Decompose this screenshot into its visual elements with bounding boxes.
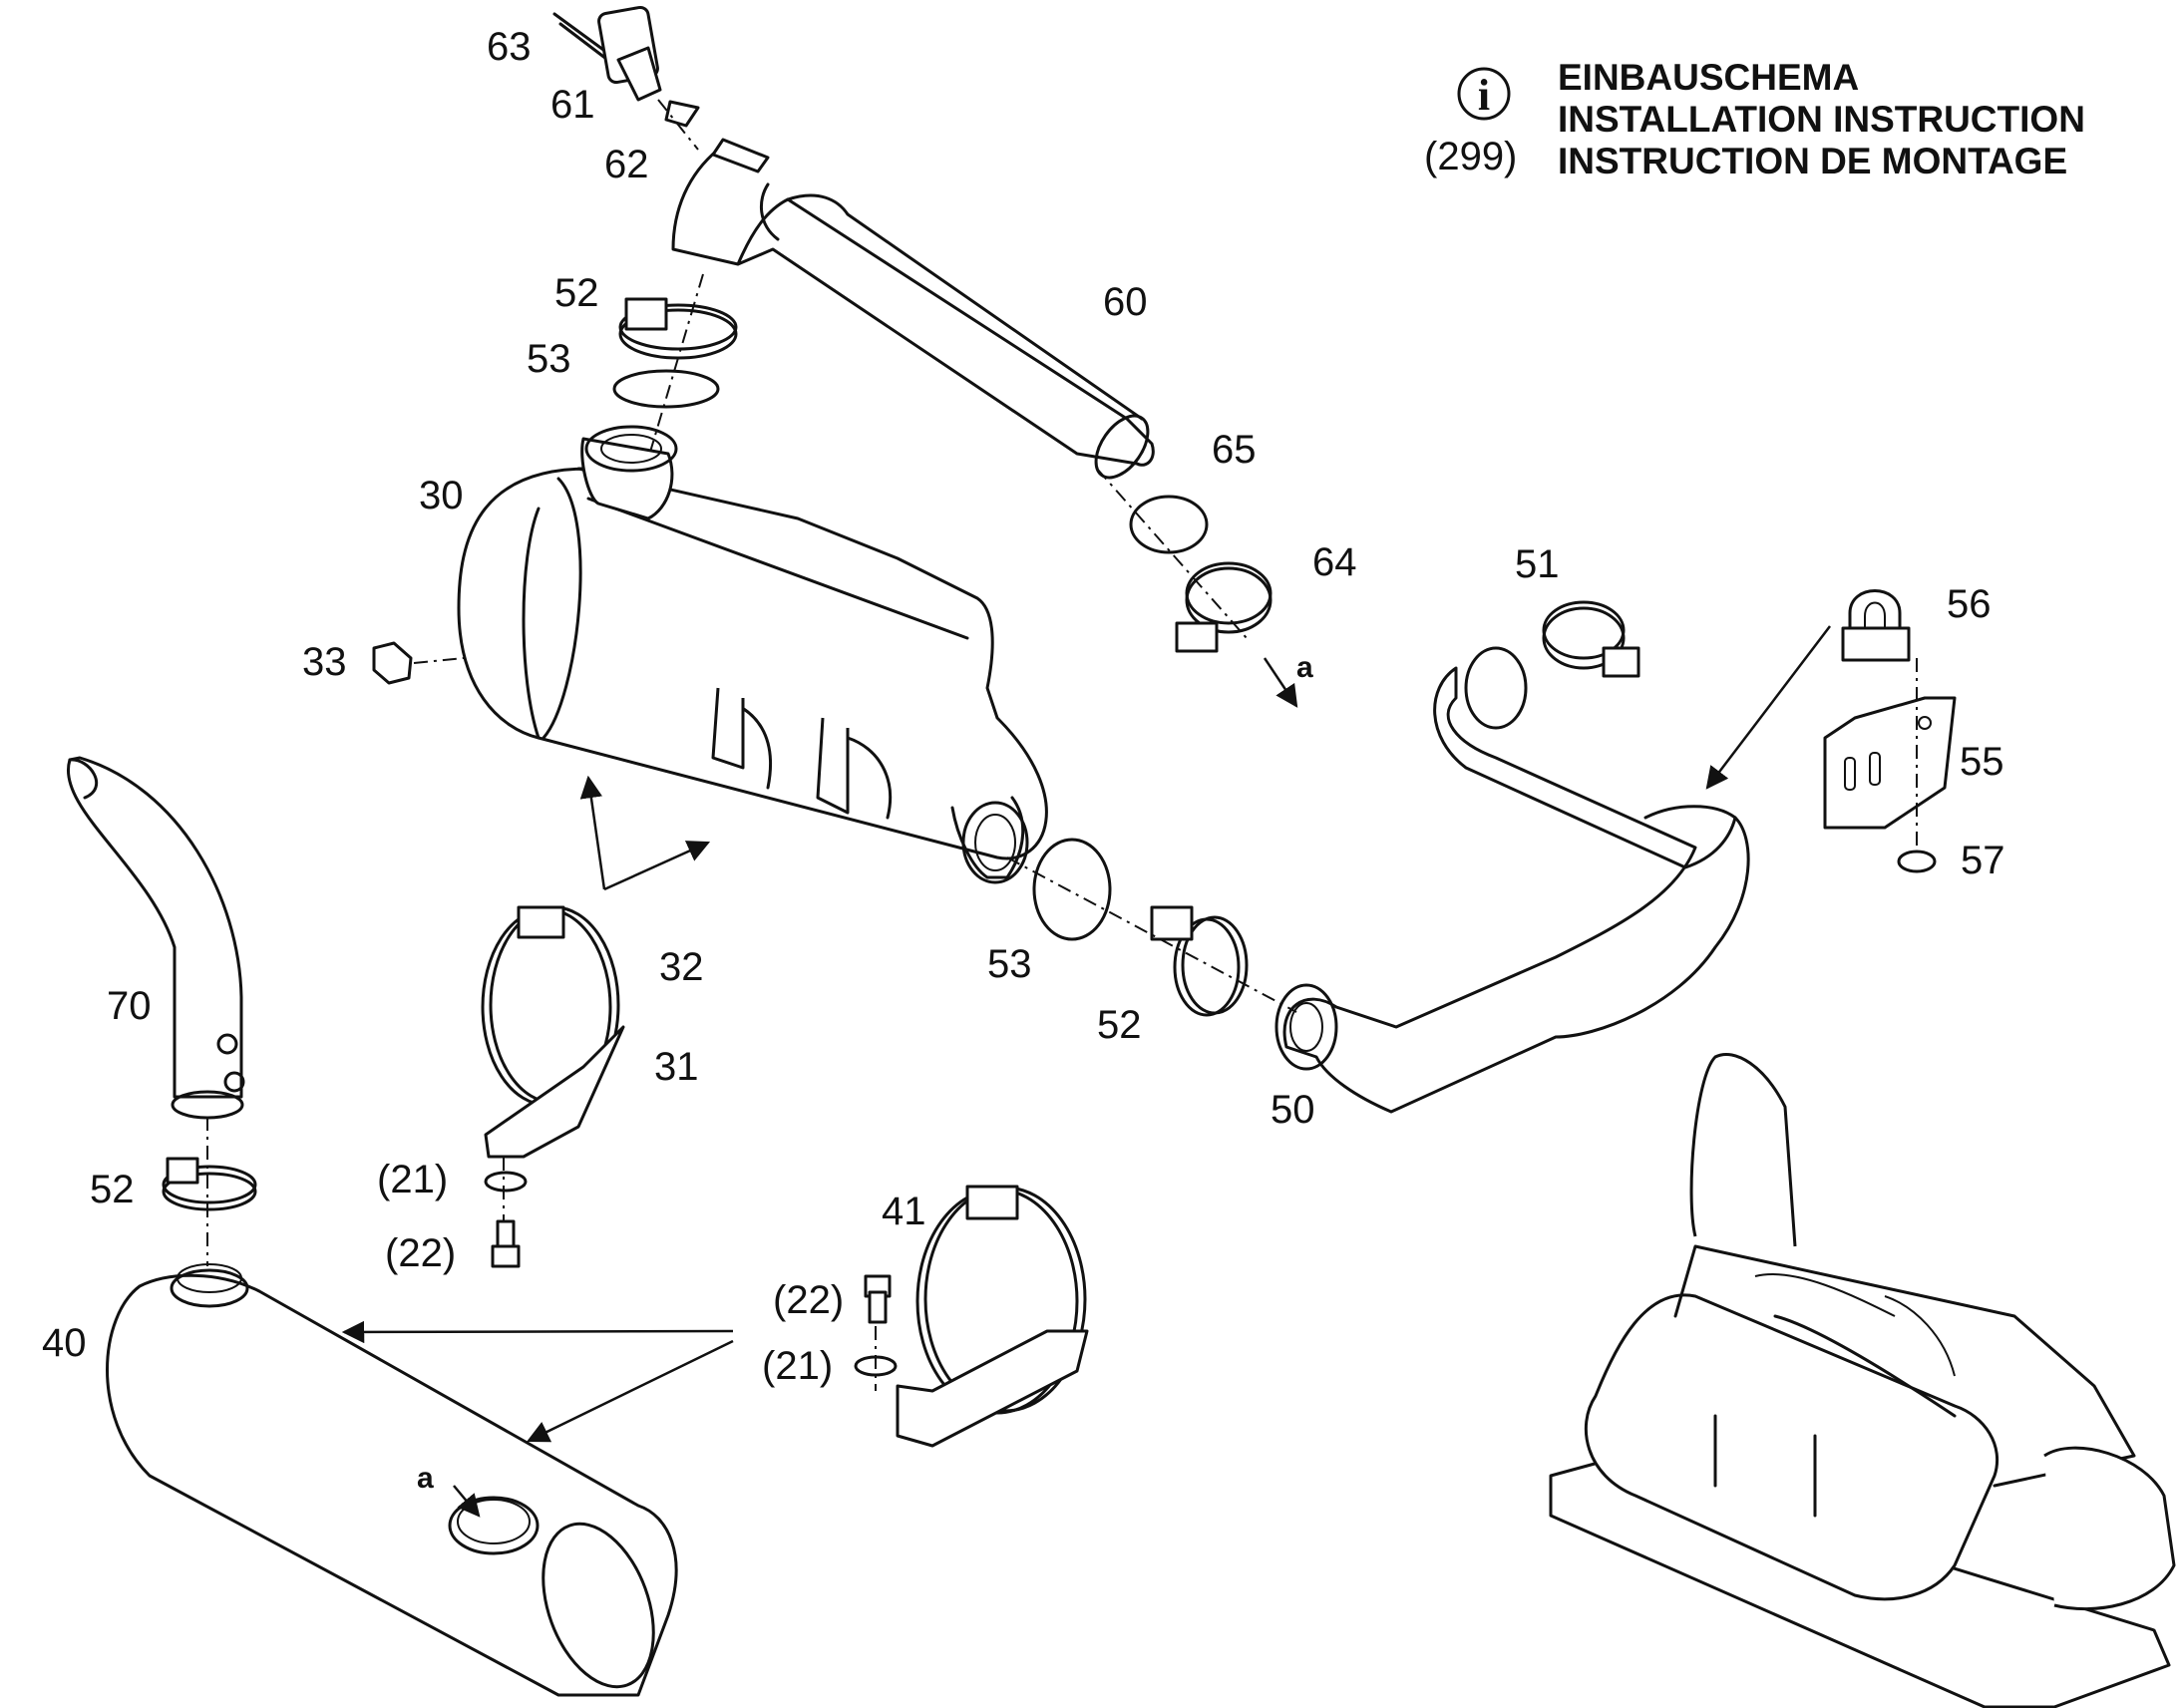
label-64: 64 [1312,540,1357,584]
pipe-60 [671,138,1155,480]
marker-a-pipe: a [1296,651,1313,684]
pipe-50 [1274,646,1750,1114]
sensor-assembly [552,5,700,151]
washer-57 [1897,850,1937,873]
info-icon-letter: i [1478,71,1490,120]
label-33: 33 [302,640,347,684]
clamp-51 [1542,600,1640,678]
label-56: 56 [1947,582,1992,626]
bracket-55 [1823,696,1957,830]
tailpipe-70 [66,756,245,1120]
label-52-middle: 52 [1097,1003,1142,1047]
label-50: 50 [1271,1088,1315,1132]
label-31: 31 [654,1045,699,1089]
header-line-3: INSTRUCTION DE MONTAGE [1558,141,2067,181]
label-30: 30 [419,474,464,517]
ubolt-56 [1841,589,1911,662]
label-61: 61 [550,83,595,127]
clamp-64 [1175,561,1272,653]
label-22-left: (22) [385,1231,456,1275]
clamp-52-left [162,1157,257,1211]
support-31 [484,1025,625,1159]
label-52-top: 52 [554,271,599,315]
header-line-2: INSTALLATION INSTRUCTION [1558,99,2085,140]
dpf-30 [457,425,1048,884]
band-clamp-41 [896,1185,1089,1448]
label-51: 51 [1515,542,1560,586]
label-60: 60 [1103,280,1148,324]
label-40: 40 [42,1321,87,1365]
header-line-1: EINBAUSCHEMA [1558,57,1859,98]
label-52-left: 52 [90,1168,135,1211]
label-65: 65 [1212,428,1257,472]
label-53-top: 53 [527,337,571,381]
label-70: 70 [107,984,152,1028]
info-icon [1457,67,1511,121]
label-57: 57 [1961,839,2005,882]
part-labels: 63 61 62 60 52 53 30 65 64 33 51 56 55 5… [42,25,2005,1495]
ring-53-top [612,369,720,409]
bolt-22-right [864,1274,892,1324]
label-63: 63 [487,25,532,69]
ring-53-middle [1032,838,1112,941]
nut-33 [372,641,465,685]
overview-assembly [1549,1052,2176,1708]
bolt-22-left [491,1219,521,1268]
label-21-left: (21) [377,1158,448,1201]
clamp-52-middle [1150,905,1249,1017]
label-22-right: (22) [773,1278,844,1322]
label-53-middle: 53 [987,942,1032,986]
clamp-52-top [618,297,738,360]
label-21-right: (21) [762,1344,833,1388]
marker-a-muffler: a [417,1462,434,1495]
ring-65 [1129,495,1209,554]
muffler-40 [106,1263,678,1697]
header-block: i (299) EINBAUSCHEMA INSTALLATION INSTRU… [1424,57,2085,181]
label-55: 55 [1960,740,2004,784]
label-32: 32 [659,945,704,989]
header-reference: (299) [1424,135,1517,178]
washer-21-left [484,1171,528,1193]
label-62: 62 [604,143,649,186]
label-41: 41 [882,1190,926,1233]
